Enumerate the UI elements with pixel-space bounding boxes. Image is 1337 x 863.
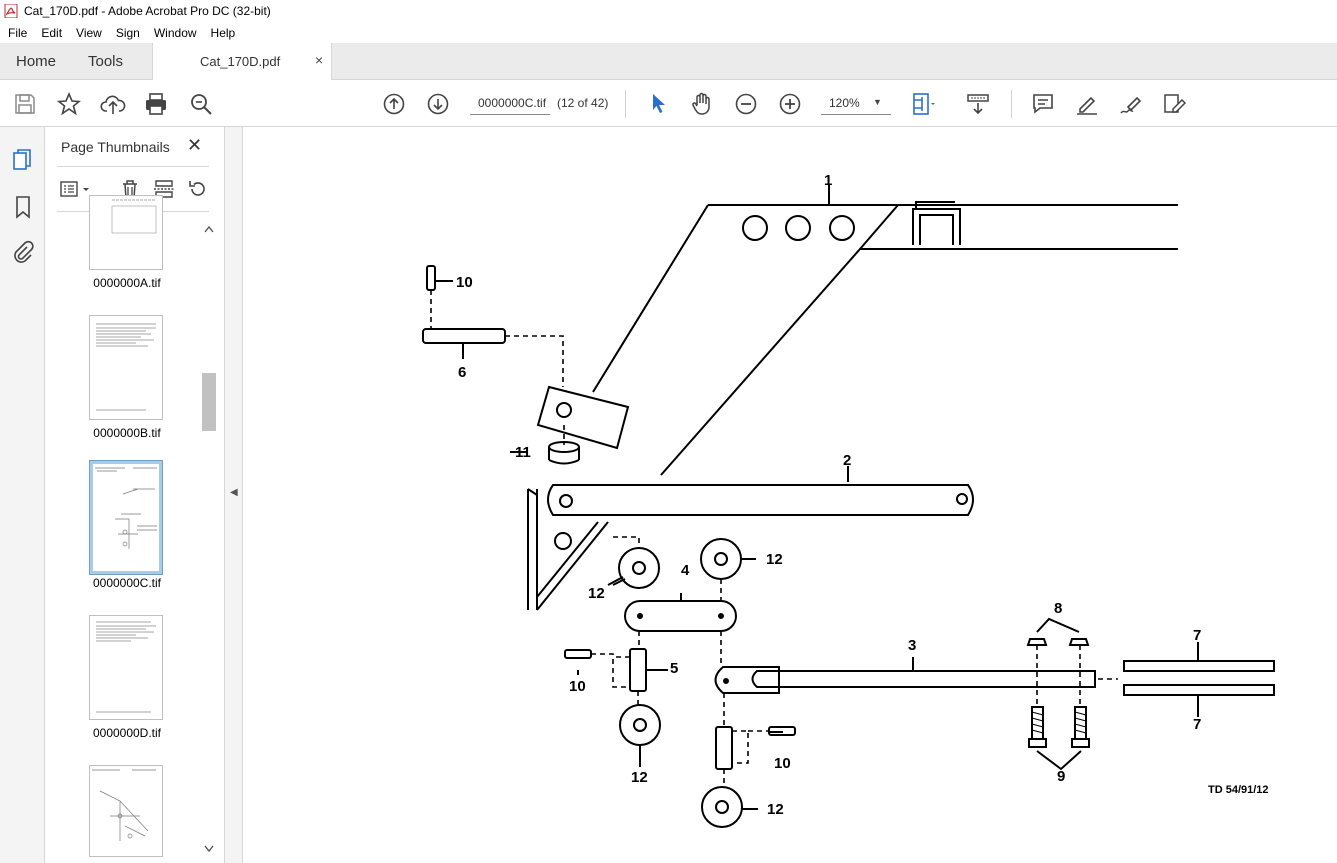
select-cursor-icon[interactable] (646, 91, 672, 117)
thumbnail-label: 0000000B.tif (93, 426, 161, 440)
print-icon[interactable] (143, 91, 169, 117)
comment-icon[interactable] (1030, 91, 1056, 117)
part-label-7-bottom: 7 (1193, 716, 1201, 733)
part-label-8: 8 (1054, 600, 1062, 617)
part-label-12-a: 12 (588, 585, 605, 602)
drawing-reference: TD 54/91/12 (1208, 784, 1269, 796)
menu-view[interactable]: View (76, 25, 102, 40)
part-label-3: 3 (908, 637, 916, 654)
title-bar: Cat_170D.pdf - Adobe Acrobat Pro DC (32-… (0, 0, 1337, 22)
navigation-rail (0, 127, 45, 863)
thumbnail-label: 0000000D.tif (92, 726, 162, 740)
page-thumbnail[interactable] (89, 195, 163, 270)
panel-divider (57, 166, 209, 167)
page-thumbnail-selected[interactable] (89, 460, 163, 575)
part-label-10-top: 10 (456, 274, 473, 291)
zoom-level-select[interactable]: 120% (821, 93, 891, 115)
tab-document[interactable]: Cat_170D.pdf × (152, 43, 332, 81)
page-thumbnail[interactable] (89, 765, 163, 857)
thumbnail-label: 0000000C.tif (92, 576, 162, 590)
page-thumbnail[interactable] (89, 315, 163, 420)
panel-toolbar (57, 177, 217, 201)
thumbnail-preview (92, 769, 156, 841)
attachments-icon[interactable] (10, 239, 36, 265)
tab-close-button[interactable]: × (315, 52, 324, 68)
document-view[interactable]: 1 2 3 4 5 6 7 7 8 9 10 10 10 11 12 12 12… (243, 127, 1337, 863)
scrolling-mode-icon[interactable] (965, 91, 991, 117)
part-label-12-c: 12 (631, 769, 648, 786)
menu-file[interactable]: File (8, 25, 28, 40)
page-count: (12 of 42) (557, 96, 609, 110)
collapse-panel-icon[interactable]: ◀ (230, 487, 238, 498)
part-label-1: 1 (824, 172, 832, 189)
page-thumbnail[interactable] (89, 615, 163, 720)
part-label-2: 2 (843, 452, 851, 469)
hand-tool-icon[interactable] (689, 91, 715, 117)
page-number-input[interactable]: 0000000C.tif (470, 93, 550, 115)
menu-sign[interactable]: Sign (115, 25, 140, 40)
window-title: Cat_170D.pdf - Adobe Acrobat Pro DC (32-… (24, 4, 271, 18)
thumbnail-options-icon[interactable] (59, 179, 95, 199)
part-label-6: 6 (458, 364, 466, 381)
rotate-page-icon[interactable] (187, 178, 209, 200)
zoom-dropdown-caret[interactable]: ▼ (873, 97, 882, 107)
toolbar-divider (1011, 90, 1012, 118)
part-label-4: 4 (681, 562, 690, 579)
search-zoom-icon[interactable] (188, 91, 214, 117)
menu-edit[interactable]: Edit (41, 25, 63, 40)
edit-pdf-icon[interactable] (1161, 91, 1187, 117)
acrobat-logo-icon (4, 4, 18, 18)
panel-title: Page Thumbnails (61, 139, 170, 155)
part-label-10-left: 10 (569, 678, 586, 695)
toolbar-divider (625, 90, 626, 118)
next-page-icon[interactable] (425, 91, 451, 117)
thumbnail-preview (96, 323, 156, 411)
fit-page-icon[interactable] (909, 91, 935, 117)
thumbnail-preview (96, 621, 156, 713)
scroll-up-icon[interactable] (204, 225, 214, 233)
thumbnail-label: 0000000A.tif (93, 276, 161, 290)
tab-tools[interactable]: Tools (88, 53, 124, 70)
part-label-12-b: 12 (766, 551, 783, 568)
toolbar: 0000000C.tif (12 of 42) 120% ▼ (0, 80, 1337, 127)
menu-help[interactable]: Help (210, 25, 236, 40)
part-label-7-top: 7 (1193, 627, 1201, 644)
thumbnail-preview (93, 464, 159, 571)
menu-bar: File Edit View Sign Window Help (0, 22, 1337, 43)
part-label-10-right: 10 (774, 755, 791, 772)
thumbnail-preview (111, 199, 157, 234)
part-label-9: 9 (1057, 768, 1065, 785)
scroll-down-icon[interactable] (204, 845, 214, 853)
menu-window[interactable]: Window (153, 25, 197, 40)
part-label-12-d: 12 (767, 801, 784, 818)
save-icon[interactable] (12, 91, 38, 117)
bookmarks-icon[interactable] (10, 194, 36, 220)
exploded-parts-diagram: 1 2 3 4 5 6 7 7 8 9 10 10 10 11 12 12 12… (422, 172, 1275, 828)
bookmark-star-icon[interactable] (56, 91, 82, 117)
scrollbar-thumb[interactable] (202, 373, 216, 431)
tab-home[interactable]: Home (16, 53, 57, 70)
tab-document-label: Cat_170D.pdf (200, 54, 281, 69)
panel-splitter[interactable]: ◀ (225, 127, 243, 863)
page-thumbnails-icon[interactable] (10, 147, 36, 173)
sign-icon[interactable] (1118, 91, 1144, 117)
tab-bar: Home Tools Cat_170D.pdf × (0, 43, 1337, 81)
part-label-5: 5 (670, 660, 678, 677)
previous-page-icon[interactable] (381, 91, 407, 117)
thumbnail-scrollbar[interactable] (201, 221, 217, 857)
zoom-out-icon[interactable] (733, 91, 759, 117)
upload-cloud-icon[interactable] (100, 91, 126, 117)
thumbnail-panel: Page Thumbnails ✕ 0000000A.tif 0000000B.… (45, 127, 225, 863)
highlight-pen-icon[interactable] (1074, 91, 1100, 117)
zoom-in-icon[interactable] (777, 91, 803, 117)
panel-close-button[interactable]: ✕ (187, 135, 203, 155)
